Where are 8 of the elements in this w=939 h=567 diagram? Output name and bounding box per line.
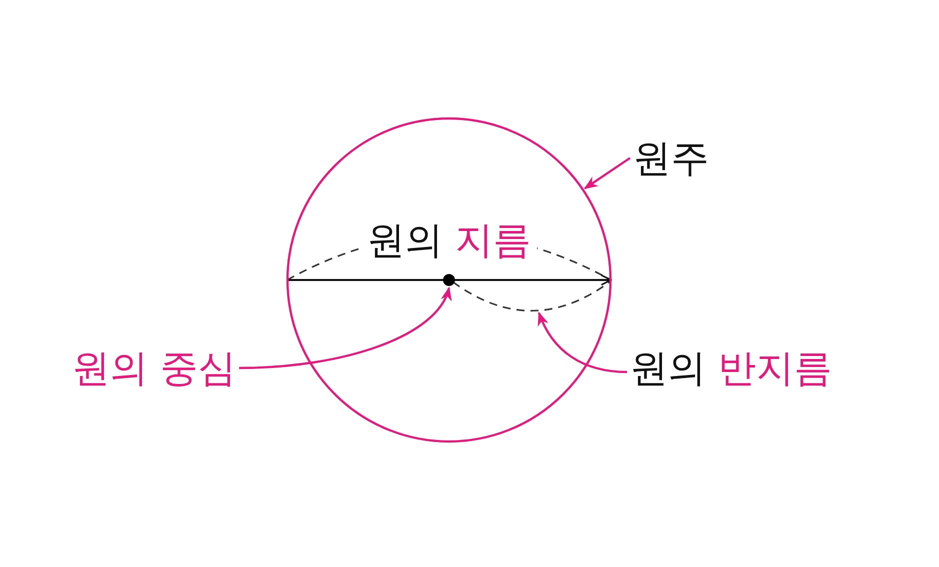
- leader-arrow: [584, 157, 631, 190]
- leader-arrow: [538, 312, 628, 374]
- circle-outline: [286, 117, 612, 443]
- term-label: 원의 중심: [72, 346, 236, 390]
- term-label: 원주: [633, 136, 709, 180]
- leader-arrow: [239, 286, 450, 370]
- center-dot: [443, 274, 455, 286]
- term-label: 원의 반지름: [630, 346, 832, 390]
